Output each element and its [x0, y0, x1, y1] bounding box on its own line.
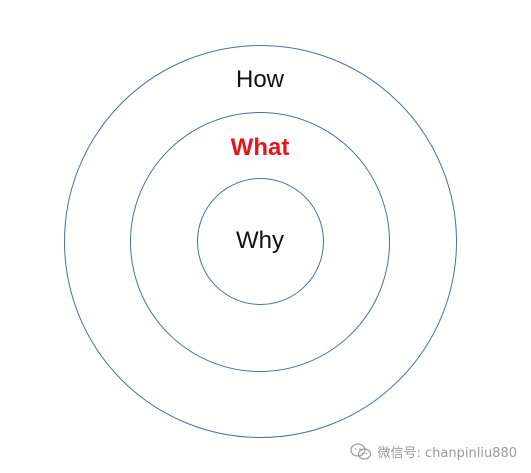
watermark: 微信号: chanpinliu880: [349, 442, 517, 461]
middle-ring-label: What: [230, 134, 290, 161]
wechat-icon: [349, 442, 372, 461]
inner-ring: [197, 178, 324, 305]
outer-ring-label: How: [235, 66, 285, 93]
middle-ring: [130, 112, 390, 372]
outer-ring: [64, 45, 457, 438]
inner-ring-label: Why: [236, 227, 284, 254]
watermark-text: 微信号: chanpinliu880: [377, 446, 517, 461]
